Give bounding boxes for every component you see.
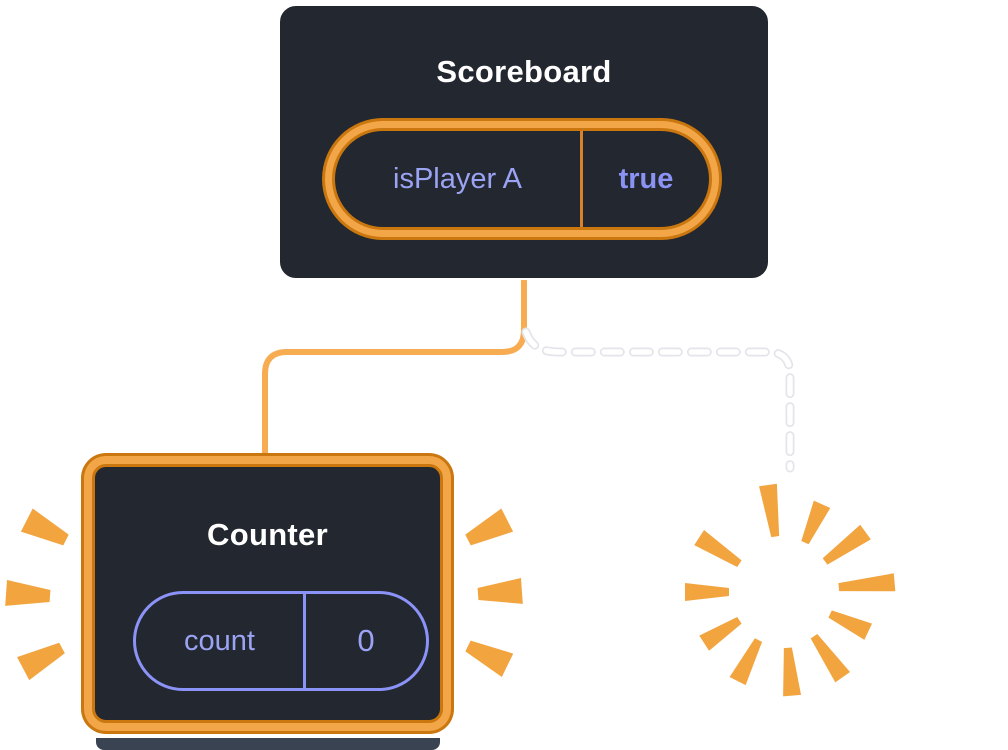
poof-ray bbox=[685, 583, 729, 601]
state-key-label: count bbox=[184, 624, 255, 657]
scoreboard-state-pill: isPlayer A true bbox=[332, 128, 712, 230]
state-value-label: true bbox=[618, 162, 674, 195]
counter-card-shadow bbox=[96, 738, 440, 750]
poof-ray bbox=[699, 616, 742, 651]
counter-component-box: Counter count 0 bbox=[92, 464, 443, 723]
state-pill-divider bbox=[303, 594, 306, 688]
counter-state-pill: count 0 bbox=[133, 591, 429, 691]
poof-ray bbox=[828, 610, 872, 640]
poof-ray bbox=[694, 529, 742, 568]
burst-ray bbox=[465, 640, 514, 677]
state-value-label: 0 bbox=[357, 623, 375, 658]
burst-ray bbox=[465, 508, 514, 546]
burst-ray bbox=[20, 508, 69, 546]
burst-ray bbox=[17, 642, 65, 681]
scoreboard-title: Scoreboard bbox=[436, 54, 612, 89]
scoreboard-component-box: Scoreboard isPlayer A true bbox=[278, 4, 770, 280]
burst-rays-left-icon bbox=[5, 508, 69, 681]
poof-ray bbox=[822, 524, 871, 565]
burst-ray bbox=[477, 577, 523, 604]
poof-ray bbox=[810, 633, 851, 683]
connector-dashed-line bbox=[523, 329, 793, 471]
poof-ray bbox=[801, 500, 831, 545]
poof-burst-icon bbox=[685, 483, 896, 697]
state-pill-divider bbox=[580, 131, 583, 227]
poof-ray bbox=[759, 483, 780, 538]
connector-solid-line bbox=[262, 278, 527, 459]
state-key-label: isPlayer A bbox=[393, 162, 522, 195]
poof-ray bbox=[783, 647, 802, 697]
connector-lines bbox=[262, 278, 795, 473]
counter-title: Counter bbox=[207, 517, 328, 552]
poof-ray bbox=[729, 638, 763, 686]
burst-rays-right-icon bbox=[465, 508, 523, 677]
poof-ray bbox=[838, 573, 896, 592]
burst-ray bbox=[5, 579, 51, 606]
